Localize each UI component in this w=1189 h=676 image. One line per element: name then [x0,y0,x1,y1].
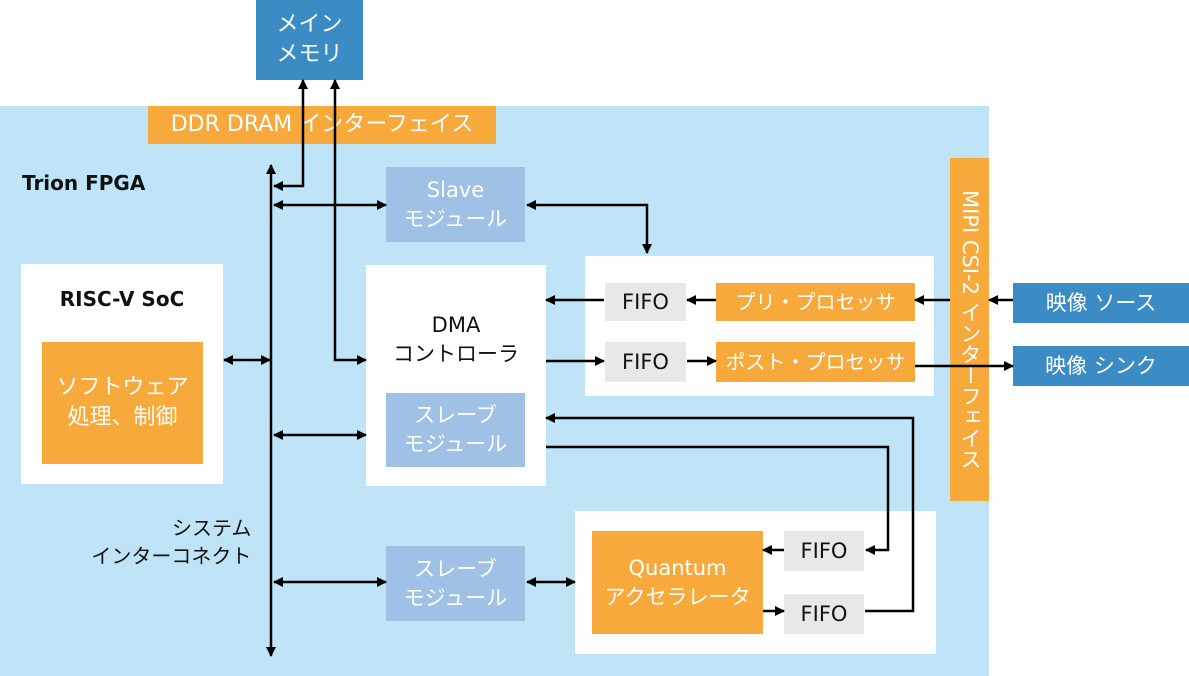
fpga-label: Trion FPGA [22,171,146,195]
software-label-line1: ソフトウェア [56,375,189,400]
system-interconnect-label: システム インターコネクト [91,514,252,570]
slave-module-top: Slave モジュール [386,167,525,242]
interconnect-label-line2: インターコネクト [91,544,252,568]
slave-dma-label-line1: スレーブ [414,403,497,427]
wire-quantum-out-dma [545,413,915,613]
quantum-label-line1: Quantum [628,555,727,580]
quantum-label-line2: アクセラレータ [604,584,751,609]
ddr-dram-interface-block: DDR DRAM インターフェイス [148,106,496,144]
software-processing-block: ソフトウェア 処理、制御 [42,342,203,464]
wire-bus-memory [273,79,308,191]
slave-top-label-line1: Slave [426,177,485,202]
dma-label-line2: コントローラ [393,342,519,366]
slave-module-dma: スレーブ モジュール [386,393,525,467]
risc-v-soc-title: RISC-V SoC [59,287,185,311]
slave-dma-label-line2: モジュール [403,432,508,456]
software-label-line2: 処理、制御 [67,405,178,430]
video-sink-block: 映像 シンク [1013,346,1189,386]
slave-bottom-label-line2: モジュール [403,585,508,610]
dma-label-line1: DMA [431,313,481,337]
interconnect-label-line1: システム [172,516,252,540]
fifo-pre: FIFO [605,283,686,321]
fifo-post: FIFO [605,342,686,382]
main-memory-label-line1: メイン [276,12,343,37]
pre-processor-block: プリ・プロセッサ [716,283,915,321]
mipi-csi2-interface-label: MIPI CSI-2 インターフェイス [958,189,982,470]
wire-memory-dma [330,79,367,365]
slave-bottom-label-line1: スレーブ [414,556,497,581]
main-memory-label-line2: メモリ [276,42,343,67]
slave-module-bottom: スレーブ モジュール [386,546,525,621]
dma-controller-title: DMA コントローラ [366,310,546,370]
quantum-accelerator-block: Quantum アクセラレータ [592,531,763,634]
slave-top-label-line2: モジュール [403,206,508,231]
main-memory-block: メイン メモリ [256,0,363,80]
fifo-quantum-in: FIFO [784,531,864,571]
fifo-quantum-out: FIFO [784,594,864,634]
video-source-block: 映像 ソース [1013,283,1189,323]
ddr-dram-interface-label: DDR DRAM インターフェイス [170,112,474,137]
post-processor-block: ポスト・プロセッサ [716,342,915,382]
mipi-csi2-interface-block: MIPI CSI-2 インターフェイス [950,158,989,501]
wire-slave-pipeline [526,200,652,254]
wire-dma-quantum-in [546,445,890,555]
